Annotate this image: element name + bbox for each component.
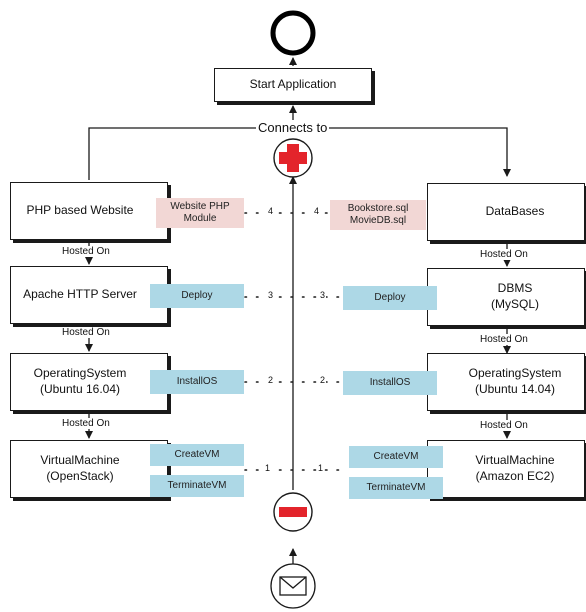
- installos-label: InstallOS: [176, 376, 218, 387]
- deploy-tag-right[interactable]: Deploy: [343, 286, 437, 310]
- apache-server-label: Apache HTTP Server: [23, 287, 137, 302]
- parallel-plus-icon: [273, 138, 313, 178]
- minus-gateway-icon: [273, 492, 313, 532]
- step-number: 4: [267, 206, 275, 216]
- installos-label: InstallOS: [369, 377, 411, 388]
- step-number: 1: [317, 463, 325, 473]
- left-os-node[interactable]: OperatingSystem (Ubuntu 16.04): [10, 353, 168, 411]
- left-vm-node[interactable]: VirtualMachine (OpenStack): [10, 440, 168, 498]
- hosted-on-label: Hosted On: [60, 246, 112, 257]
- hosted-on-label: Hosted On: [478, 420, 530, 431]
- right-os-label: OperatingSystem (Ubuntu 14.04): [468, 366, 562, 396]
- terminatevm-tag-right[interactable]: TerminateVM: [349, 477, 443, 499]
- installos-tag-right[interactable]: InstallOS: [343, 371, 437, 395]
- createvm-tag-right[interactable]: CreateVM: [349, 446, 443, 468]
- right-os-node[interactable]: OperatingSystem (Ubuntu 14.04): [427, 353, 585, 411]
- start-application-label: Start Application: [249, 77, 337, 92]
- bookstore-sql-tag[interactable]: Bookstore.sql MovieDB.sql: [330, 200, 426, 230]
- installos-tag-left[interactable]: InstallOS: [150, 370, 244, 394]
- terminatevm-tag-left[interactable]: TerminateVM: [150, 475, 244, 497]
- left-os-label: OperatingSystem (Ubuntu 16.04): [33, 366, 127, 396]
- createvm-label: CreateVM: [373, 451, 419, 462]
- step-number: 4: [313, 206, 321, 216]
- step-number: 2: [267, 375, 275, 385]
- website-php-module-label: Website PHP Module: [170, 201, 230, 224]
- dbms-node[interactable]: DBMS (MySQL): [427, 268, 585, 326]
- website-php-module-tag[interactable]: Website PHP Module: [156, 198, 244, 228]
- step-number: 2: [319, 375, 327, 385]
- apache-server-node[interactable]: Apache HTTP Server: [10, 266, 168, 324]
- hosted-on-label: Hosted On: [478, 249, 530, 260]
- hosted-on-label: Hosted On: [60, 327, 112, 338]
- hosted-on-label: Hosted On: [478, 334, 530, 345]
- deploy-label: Deploy: [181, 290, 213, 301]
- terminatevm-label: TerminateVM: [167, 480, 227, 491]
- left-vm-label: VirtualMachine (OpenStack): [40, 453, 120, 483]
- createvm-tag-left[interactable]: CreateVM: [150, 444, 244, 466]
- php-website-node[interactable]: PHP based Website: [10, 182, 168, 240]
- dbms-label: DBMS (MySQL): [491, 281, 539, 311]
- deploy-label: Deploy: [374, 292, 406, 303]
- start-application-button[interactable]: Start Application: [214, 68, 372, 102]
- step-number: 1: [264, 463, 272, 473]
- databases-label: DataBases: [485, 204, 545, 219]
- step-number: 3: [319, 290, 327, 300]
- right-vm-node[interactable]: VirtualMachine (Amazon EC2): [427, 440, 585, 498]
- end-event-icon: [270, 10, 316, 56]
- hosted-on-label: Hosted On: [60, 418, 112, 429]
- databases-node[interactable]: DataBases: [427, 183, 585, 241]
- createvm-label: CreateVM: [174, 449, 220, 460]
- deploy-tag-left[interactable]: Deploy: [150, 284, 244, 308]
- right-vm-label: VirtualMachine (Amazon EC2): [475, 453, 555, 483]
- php-website-label: PHP based Website: [26, 203, 134, 218]
- step-number: 3: [267, 290, 275, 300]
- bookstore-sql-label: Bookstore.sql MovieDB.sql: [347, 203, 409, 226]
- terminatevm-label: TerminateVM: [366, 482, 426, 493]
- envelope-icon: [270, 563, 316, 609]
- connects-to-label: Connects to: [256, 120, 330, 135]
